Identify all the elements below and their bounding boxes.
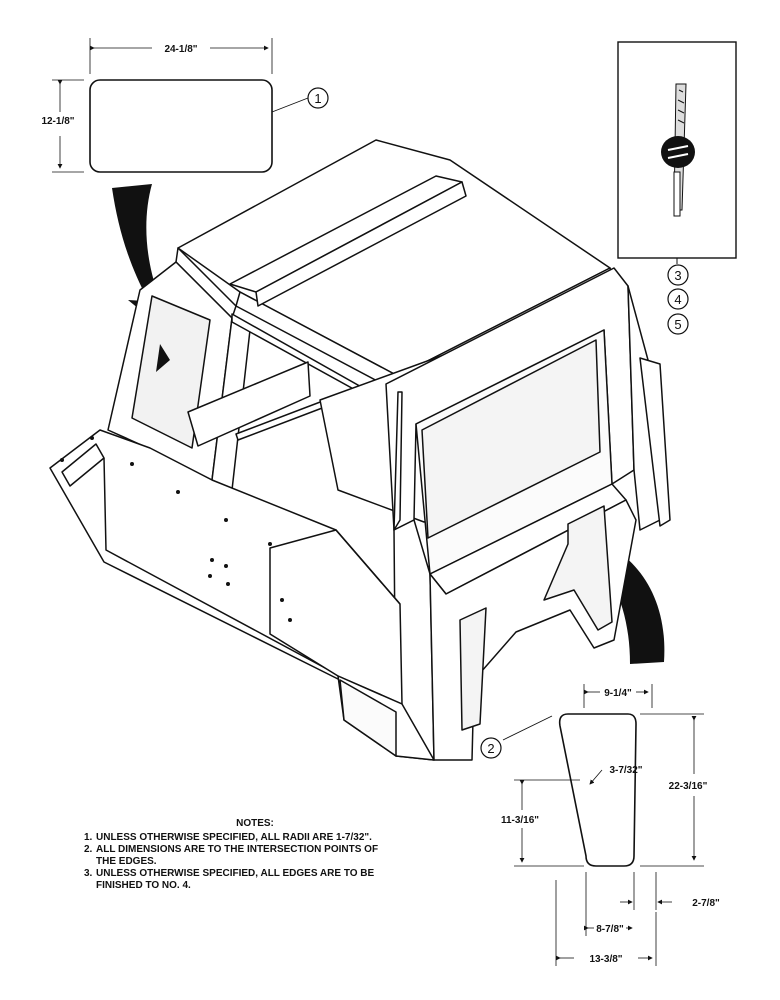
panel-1-width-label: 24-1/8" bbox=[164, 44, 197, 55]
note-item: 2. ALL DIMENSIONS ARE TO THE INTERSECTIO… bbox=[84, 844, 396, 868]
panel-2: 9-1/4" 22-3/16" 11-3/16" 3-7/32" 2 2-7/8… bbox=[480, 684, 720, 966]
tractor-cab-drawing bbox=[49, 139, 671, 761]
note-item: 1. UNLESS OTHERWISE SPECIFIED, ALL RADII… bbox=[84, 832, 396, 844]
panel-2-top-width-label: 9-1/4" bbox=[604, 688, 632, 699]
note-text: UNLESS OTHERWISE SPECIFIED, ALL RADII AR… bbox=[96, 832, 372, 843]
seal-detail: 3 4 5 bbox=[617, 41, 737, 335]
panel-2-offset-label: 2-7/8" bbox=[692, 898, 720, 909]
note-item: 3. UNLESS OTHERWISE SPECIFIED, ALL EDGES… bbox=[84, 868, 396, 892]
callout-1: 1 bbox=[314, 91, 321, 106]
callout-2-circle bbox=[480, 737, 502, 759]
note-number: 2. bbox=[84, 844, 93, 855]
callout-5: 5 bbox=[674, 317, 681, 332]
notes-title: NOTES: bbox=[236, 818, 274, 829]
notes-block: NOTES: 1. UNLESS OTHERWISE SPECIFIED, AL… bbox=[84, 818, 396, 892]
panel-2-overall-width-label: 13-3/8" bbox=[589, 954, 622, 965]
panel-1-height-label: 12-1/8" bbox=[41, 116, 74, 127]
install-arrow-left bbox=[112, 184, 158, 300]
note-number: 3. bbox=[84, 868, 93, 879]
callout-1-circle bbox=[307, 87, 329, 109]
rivets bbox=[60, 436, 292, 622]
panel-2-radius-label: 3-7/32" bbox=[609, 765, 642, 776]
panel-1-outline bbox=[89, 79, 273, 173]
note-text: UNLESS OTHERWISE SPECIFIED, ALL EDGES AR… bbox=[96, 868, 375, 891]
panel-2-height-label: 22-3/16" bbox=[669, 781, 708, 792]
panel-2-outline bbox=[558, 713, 637, 867]
panel-2-bottom-width-label: 8-7/8" bbox=[596, 924, 624, 935]
panel-2-side-height-label: 11-3/16" bbox=[501, 815, 539, 826]
note-number: 1. bbox=[84, 832, 93, 843]
callout-3: 3 bbox=[674, 268, 681, 283]
callout-2: 2 bbox=[487, 741, 494, 756]
panel-1: 24-1/8" 12-1/8" 1 bbox=[30, 38, 329, 173]
callout-4: 4 bbox=[674, 292, 681, 307]
note-text: ALL DIMENSIONS ARE TO THE INTERSECTION P… bbox=[96, 844, 379, 867]
